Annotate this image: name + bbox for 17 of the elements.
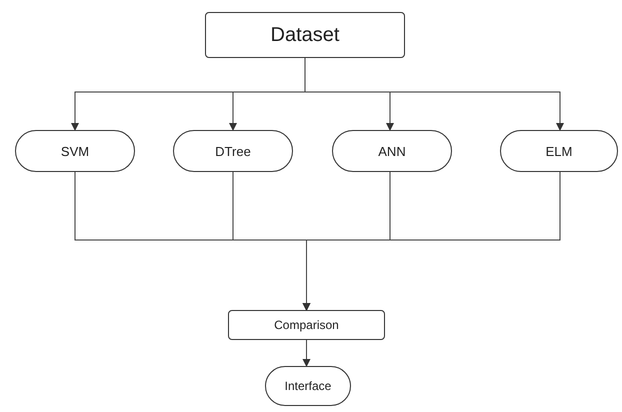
process-box (205, 12, 405, 58)
connector-arrow (302, 340, 310, 367)
process-box (228, 310, 385, 340)
node-label: ANN (378, 144, 406, 158)
node-label: Interface (284, 379, 332, 393)
terminal-pill (500, 130, 618, 172)
terminal-pill (173, 130, 293, 172)
node-label: DTree (215, 144, 251, 158)
terminal-pill (332, 130, 452, 172)
connector-arrow (304, 58, 564, 131)
terminal-pill (15, 130, 135, 172)
node-label: SVM (60, 144, 90, 158)
terminal-pill (265, 366, 351, 406)
connector-arrow (302, 172, 560, 311)
node-label: Dataset (270, 24, 340, 46)
node-label: Comparison (274, 318, 339, 332)
node-label: ELM (546, 144, 572, 158)
